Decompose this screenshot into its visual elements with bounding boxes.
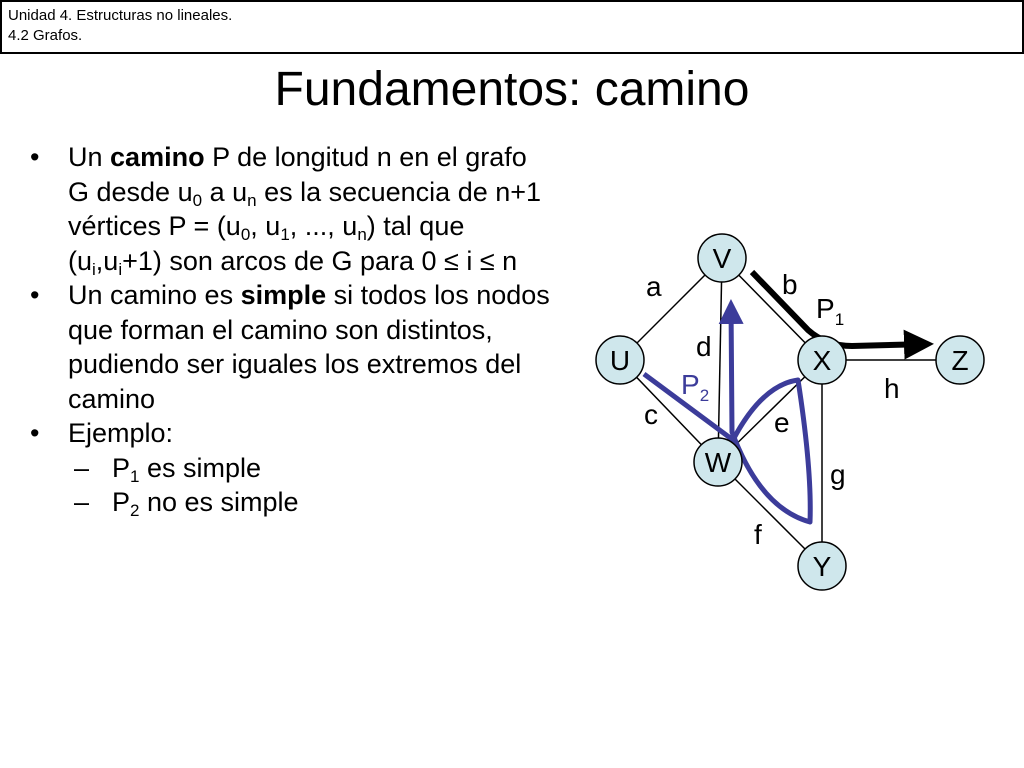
node-y bbox=[797, 541, 847, 591]
bullet-list: • Un camino P de longitud n en el grafo … bbox=[30, 140, 550, 520]
node-x bbox=[797, 335, 847, 385]
node-u bbox=[595, 335, 645, 385]
edge-d-label: d bbox=[696, 331, 712, 362]
slide-title: Fundamentos: camino bbox=[274, 63, 750, 116]
header-box: Unidad 4. Estructuras no lineales. 4.2 G… bbox=[0, 0, 1024, 54]
node-w bbox=[693, 437, 743, 487]
edge-f-label: f bbox=[754, 519, 762, 550]
sub-bullet-p1: – P1 es simple bbox=[74, 452, 262, 486]
bullet-icon: • bbox=[30, 280, 40, 310]
node-v bbox=[697, 233, 747, 283]
bullet-camino: • Un camino P de longitud n en el grafo … bbox=[30, 142, 542, 279]
edge-a-label: a bbox=[646, 271, 662, 302]
bullet-ejemplo: • Ejemplo: bbox=[30, 416, 550, 451]
edge-g-label: g bbox=[830, 459, 846, 490]
section-label: 4.2 Grafos. bbox=[8, 27, 83, 44]
bullet-icon: • bbox=[30, 142, 40, 172]
path-p2-label: P2 bbox=[681, 369, 709, 405]
node-v-label: V bbox=[713, 243, 732, 274]
path-p1 bbox=[749, 269, 934, 360]
node-y-label: Y bbox=[813, 551, 832, 582]
edge-e-label: e bbox=[774, 407, 790, 438]
node-w-label: W bbox=[705, 447, 732, 478]
bullet-icon: • bbox=[30, 418, 40, 448]
edge-c-label: c bbox=[644, 399, 658, 430]
edge-h-label: h bbox=[884, 373, 900, 404]
unit-label: Unidad 4. Estructuras no lineales. bbox=[8, 7, 233, 24]
edge-b-label: b bbox=[782, 269, 798, 300]
node-z-label: Z bbox=[951, 345, 968, 376]
dash-icon: – bbox=[74, 487, 90, 517]
bullet-simple: • Un camino es simple si todos los nodos… bbox=[30, 280, 550, 414]
dash-icon: – bbox=[74, 452, 90, 483]
sub-bullet-p2: – P2 no es simple bbox=[74, 487, 299, 520]
node-x-label: X bbox=[813, 345, 832, 376]
path-p1-label: P1 bbox=[816, 293, 844, 329]
node-u-label: U bbox=[610, 345, 630, 376]
node-z bbox=[935, 335, 985, 385]
path-p2 bbox=[642, 299, 813, 525]
